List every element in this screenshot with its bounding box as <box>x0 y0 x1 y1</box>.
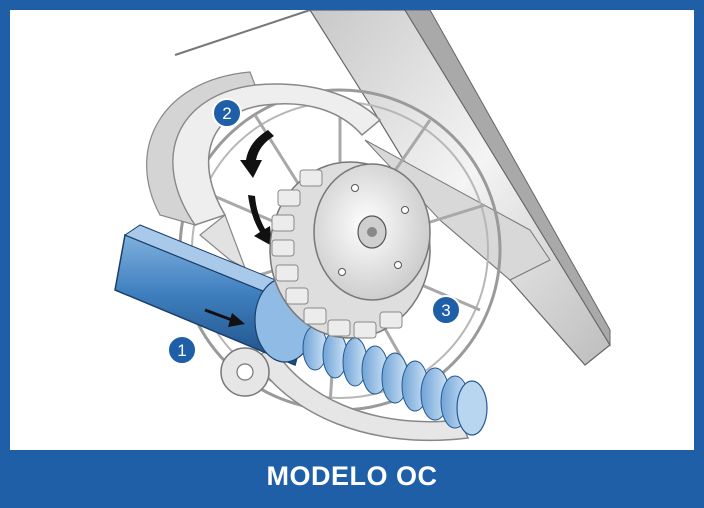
marker-1: 1 <box>167 335 197 365</box>
conveyor-belt <box>114 224 321 367</box>
marker-3: 3 <box>431 295 461 325</box>
disc-stack <box>302 325 488 436</box>
metal-panel <box>174 10 611 366</box>
marker-2: 2 <box>212 98 242 128</box>
marker-2-label: 2 <box>222 104 231 123</box>
model-title: MODELO OC <box>266 461 438 491</box>
marker-3-label: 3 <box>441 301 450 320</box>
machine-illustration: 1 2 3 <box>114 10 611 442</box>
marker-1-label: 1 <box>177 341 186 360</box>
diagram-canvas: 1 2 3 <box>10 10 694 450</box>
wheel-hub <box>269 161 431 339</box>
caption-bar: MODELO OC <box>10 455 694 498</box>
rotation-arrows <box>240 130 274 246</box>
belt-pulley <box>220 347 270 397</box>
